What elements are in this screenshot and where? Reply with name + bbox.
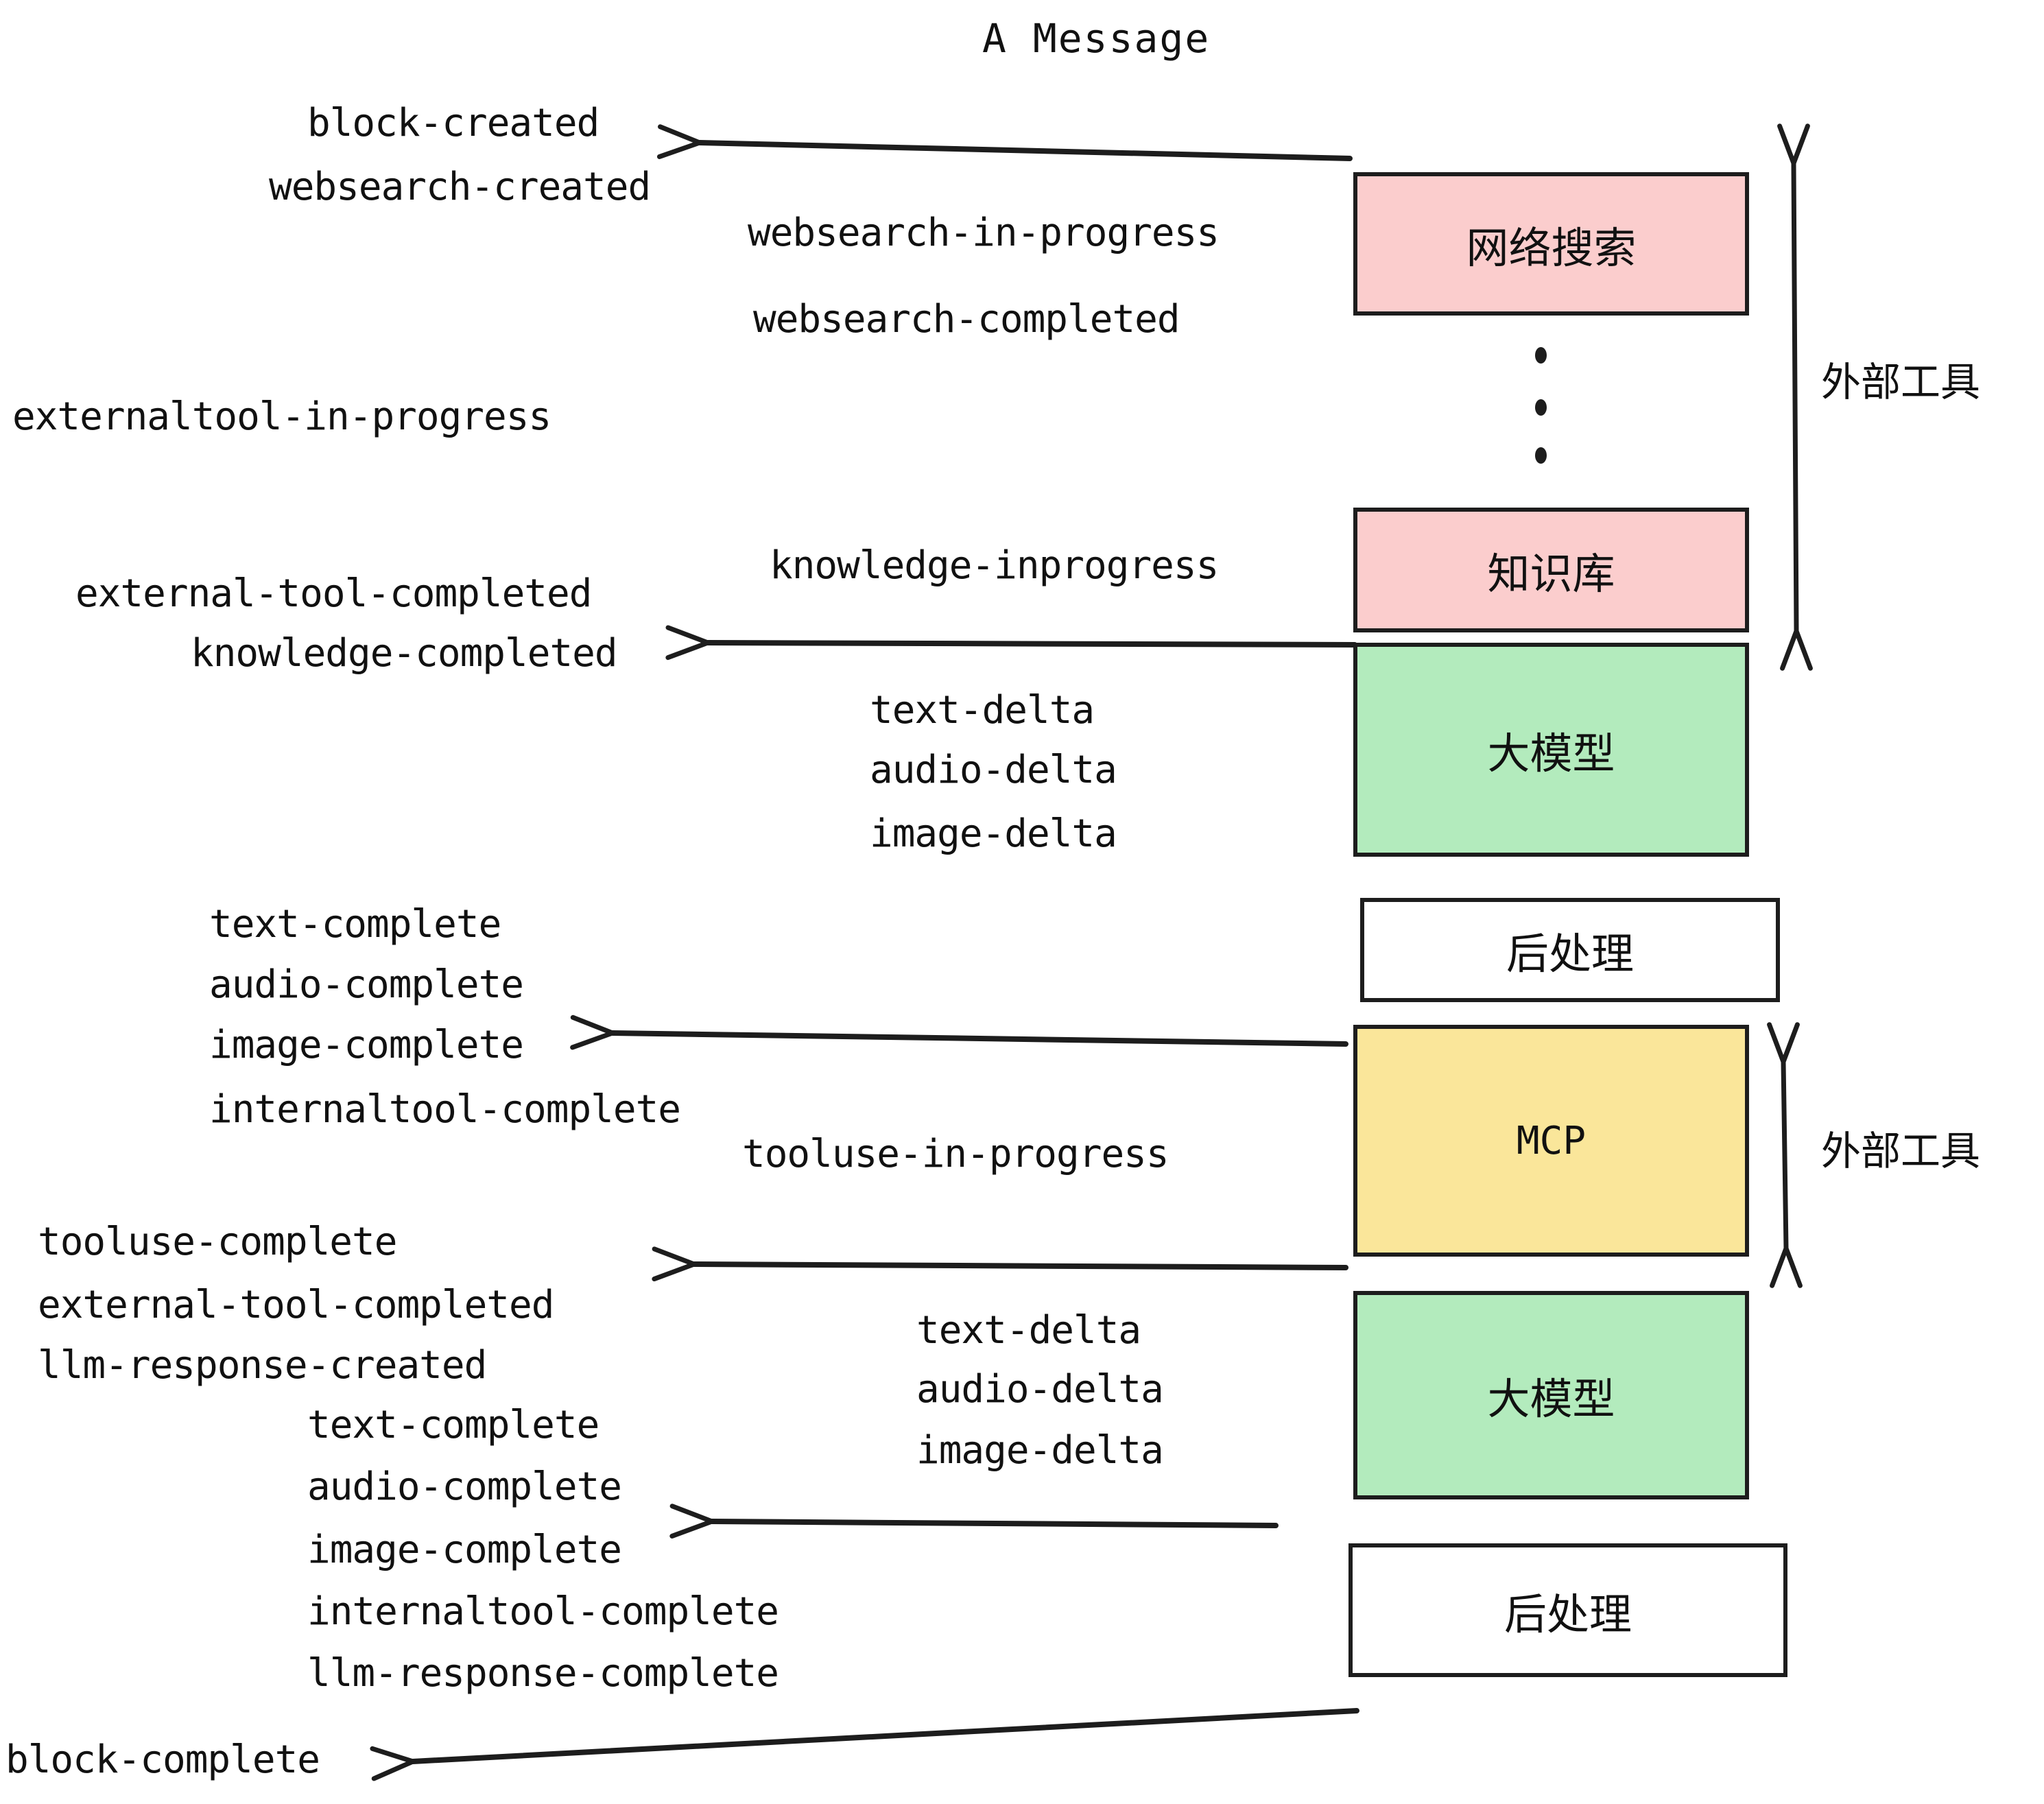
node-label: 知识库: [1487, 549, 1615, 599]
event-label-text-delta-1: text-delta: [870, 688, 1095, 733]
flow-arrow-arrow-tooluse-complete: [652, 1246, 1348, 1282]
arrow-tooluse-complete-head: [652, 1246, 697, 1282]
arrow-tooluse-complete-line: [691, 1261, 1348, 1270]
node-llm-1: 大模型: [1353, 643, 1749, 857]
external-tools-top-arrow-line: [1791, 161, 1799, 634]
event-label-internaltool-complete-1: internaltool-complete: [209, 1087, 681, 1132]
event-label-externaltool-in-progress: externaltool-in-progress: [12, 394, 551, 439]
event-label-tooluse-in-progress: tooluse-in-progress: [742, 1132, 1169, 1176]
event-label-audio-delta-2: audio-delta: [916, 1367, 1164, 1412]
event-label-knowledge-inprogress: knowledge-inprogress: [770, 543, 1219, 588]
side-label-external-tools-bottom: 外部工具: [1821, 1128, 1981, 1174]
node-label: 大模型: [1487, 728, 1615, 779]
event-label-websearch-created: websearch-created: [269, 165, 651, 209]
flow-arrow-arrow-image-complete: [570, 1014, 1348, 1050]
flow-arrow-arrow-block-created: [656, 124, 1353, 161]
external-tools-bottom-arrow-head-up: [1767, 1022, 1800, 1065]
ellipsis-dot-icon: [1535, 347, 1547, 364]
node-label: 后处理: [1504, 1589, 1632, 1639]
event-label-image-complete-1: image-complete: [209, 1023, 524, 1067]
event-label-audio-complete-2: audio-complete: [307, 1464, 622, 1509]
event-label-image-delta-2: image-delta: [916, 1428, 1164, 1473]
event-label-text-delta-2: text-delta: [916, 1308, 1141, 1353]
node-mcp: MCP: [1353, 1025, 1749, 1257]
ellipsis-dot-icon: [1535, 399, 1547, 416]
arrow-audio-complete-head: [669, 1504, 715, 1539]
node-label: 大模型: [1487, 1374, 1615, 1424]
external-tools-bottom-arrow-head-down: [1770, 1246, 1803, 1288]
event-label-knowledge-completed: knowledge-completed: [191, 631, 618, 676]
external-tools-top-arrow-head-down: [1780, 628, 1813, 671]
node-label: 网络搜索: [1466, 222, 1637, 273]
node-postproc-2: 后处理: [1348, 1543, 1787, 1677]
event-label-audio-complete-1: audio-complete: [209, 962, 524, 1007]
event-label-external-tool-completed-2: external-tool-completed: [38, 1283, 554, 1327]
side-arrow-external-tools-bottom-arrow: [1767, 1022, 1803, 1288]
event-label-tooluse-complete: tooluse-complete: [38, 1220, 397, 1264]
arrow-knowledge-completed-head: [665, 625, 711, 661]
arrow-block-created-head: [656, 124, 702, 159]
flow-arrow-arrow-block-complete: [370, 1708, 1359, 1781]
arrow-knowledge-completed-line: [705, 640, 1357, 648]
event-label-image-delta-1: image-delta: [870, 811, 1117, 856]
arrow-audio-complete-line: [709, 1519, 1279, 1528]
arrow-block-complete-line: [410, 1708, 1359, 1764]
event-label-external-tool-completed-1: external-tool-completed: [75, 571, 592, 616]
arrow-block-complete-head: [370, 1746, 416, 1781]
event-label-text-complete-2: text-complete: [307, 1403, 599, 1447]
event-label-image-complete-2: image-complete: [307, 1528, 622, 1572]
node-label: MCP: [1516, 1118, 1587, 1163]
external-tools-top-arrow-head-up: [1777, 123, 1810, 166]
external-tools-bottom-arrow-line: [1781, 1059, 1789, 1251]
node-websearch: 网络搜索: [1353, 172, 1749, 316]
arrow-block-created-line: [697, 140, 1353, 161]
flow-arrow-arrow-knowledge-completed: [665, 625, 1357, 661]
event-label-block-created: block-created: [307, 101, 599, 145]
flow-arrow-arrow-audio-complete: [669, 1504, 1279, 1539]
event-label-text-complete-1: text-complete: [209, 902, 501, 947]
side-arrow-external-tools-top-arrow: [1777, 123, 1813, 671]
ellipsis-dot-icon: [1535, 447, 1547, 464]
node-llm-2: 大模型: [1353, 1291, 1749, 1499]
node-postproc-1: 后处理: [1360, 898, 1780, 1002]
event-label-block-complete: block-complete: [5, 1737, 320, 1782]
node-label: 后处理: [1506, 929, 1634, 979]
side-label-external-tools-top: 外部工具: [1821, 359, 1981, 405]
event-label-websearch-completed: websearch-completed: [753, 297, 1180, 342]
event-label-llm-response-complete: llm-response-complete: [307, 1651, 779, 1696]
event-label-audio-delta-1: audio-delta: [870, 748, 1117, 792]
page-title: A Message: [982, 15, 1211, 62]
event-label-websearch-in-progress: websearch-in-progress: [748, 211, 1220, 255]
arrow-image-complete-head: [570, 1014, 615, 1050]
event-label-llm-response-created: llm-response-created: [38, 1343, 487, 1388]
arrow-image-complete-line: [610, 1030, 1348, 1047]
node-knowledge: 知识库: [1353, 508, 1749, 632]
event-label-internaltool-complete-2: internaltool-complete: [307, 1589, 779, 1634]
